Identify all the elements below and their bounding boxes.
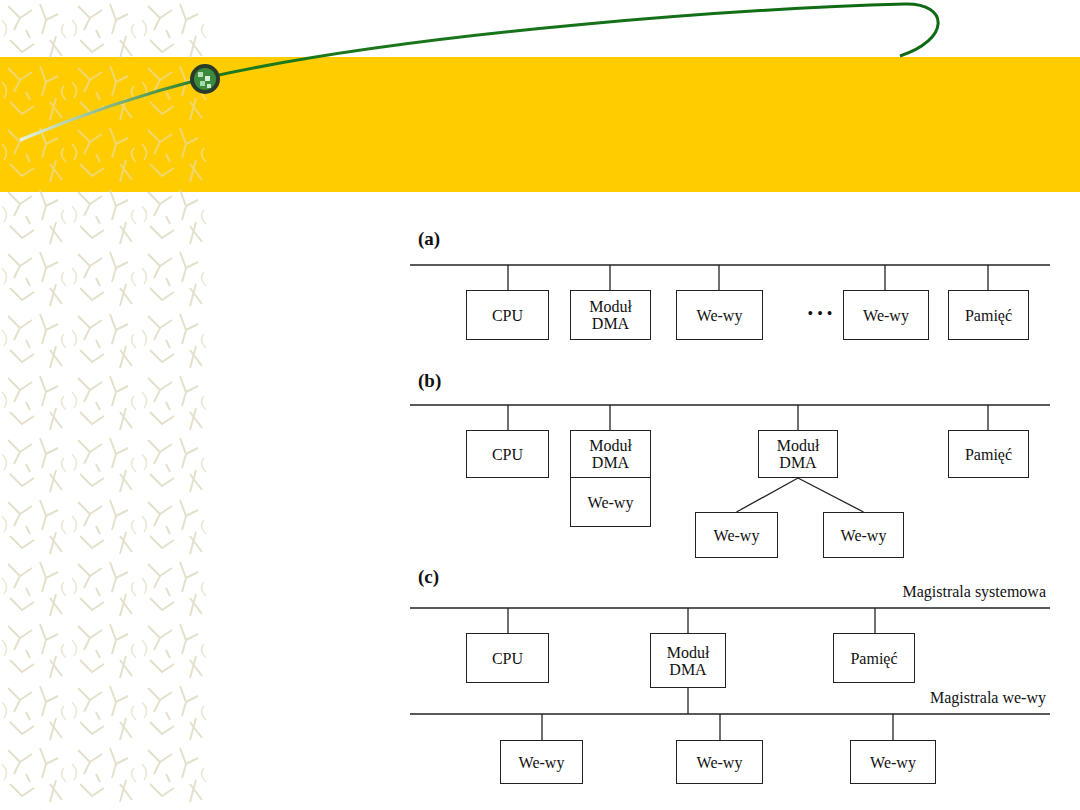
io-box: We-wy [695,512,778,558]
io-box: We-wy [676,290,763,340]
dma-module-box: Moduł DMA [570,290,651,340]
box-text: We-wy [714,527,760,544]
cpu-box: CPU [466,290,549,340]
bus-wiring [410,265,1050,740]
io-box: We-wy [500,740,583,784]
dma-io-link [798,478,864,512]
io-box: We-wy [570,477,651,527]
cpu-box: CPU [466,430,549,478]
title-band [0,57,1080,192]
figure-part-label: (b) [418,370,441,392]
box-text: We-wy [519,754,565,771]
band-pattern [0,57,212,192]
swoosh-line [20,4,938,140]
box-text: Pamięć [965,307,1012,324]
bus-name: Magistrala we-wy [930,689,1046,707]
box-text: Moduł DMA [577,298,644,332]
box-text: Pamięć [850,650,897,667]
box-text: Moduł DMA [765,437,831,471]
io-box: We-wy [676,740,763,784]
io-box: We-wy [823,512,904,558]
dma-module-box: Moduł DMA [650,633,726,688]
box-text: We-wy [588,494,634,511]
memory-box: Pamięć [948,290,1029,340]
figure-part-label: (a) [418,228,440,250]
memory-box: Pamięć [833,633,915,683]
cpu-box: CPU [466,633,549,683]
box-text: We-wy [863,307,909,324]
bus-name: Magistrala systemowa [902,583,1046,601]
ellipsis-dots: • • • [808,305,833,323]
box-text: Pamięć [965,446,1012,463]
box-text: Moduł DMA [657,644,719,678]
box-text: We-wy [841,527,887,544]
box-text: CPU [492,650,523,667]
box-text: Moduł DMA [577,437,644,471]
box-text: We-wy [697,307,743,324]
dma-module-box: Moduł DMA [758,430,838,478]
box-text: CPU [492,307,523,324]
dma-module-box: Moduł DMA [570,430,651,478]
pattern-column [0,0,212,810]
box-text: CPU [492,446,523,463]
figure-part-label: (c) [418,566,439,588]
globe-icon [190,64,220,94]
io-box: We-wy [850,740,936,784]
io-box: We-wy [843,290,929,340]
box-text: We-wy [870,754,916,771]
box-text: We-wy [697,754,743,771]
memory-box: Pamięć [948,430,1029,478]
dma-io-link [737,478,799,512]
